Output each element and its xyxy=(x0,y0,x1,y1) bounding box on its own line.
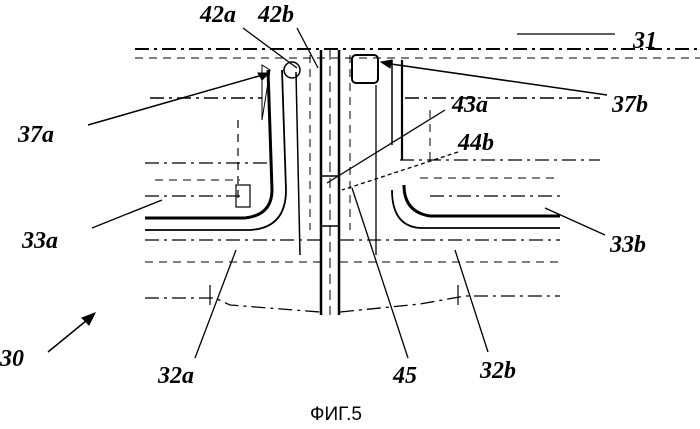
left-chamber xyxy=(145,62,300,255)
leader-lines xyxy=(48,28,615,358)
label-33a: 33a xyxy=(21,228,58,254)
lower-body xyxy=(145,240,560,312)
label-45: 45 xyxy=(392,363,417,389)
top-plate xyxy=(135,49,700,98)
label-32b: 32b xyxy=(479,358,516,384)
label-31: 31 xyxy=(632,28,657,54)
label-37b: 37b xyxy=(611,92,648,118)
label-33b: 33b xyxy=(609,232,646,258)
label-44b: 44b xyxy=(457,130,494,156)
label-42a: 42a xyxy=(199,2,236,28)
label-32a: 32a xyxy=(157,363,194,389)
label-42b: 42b xyxy=(257,2,294,28)
label-43a: 43a xyxy=(451,92,488,118)
figure-caption: ФИГ.5 xyxy=(310,404,362,425)
label-37a: 37a xyxy=(17,122,54,148)
central-shaft xyxy=(310,50,350,315)
label-30: 30 xyxy=(0,346,24,372)
